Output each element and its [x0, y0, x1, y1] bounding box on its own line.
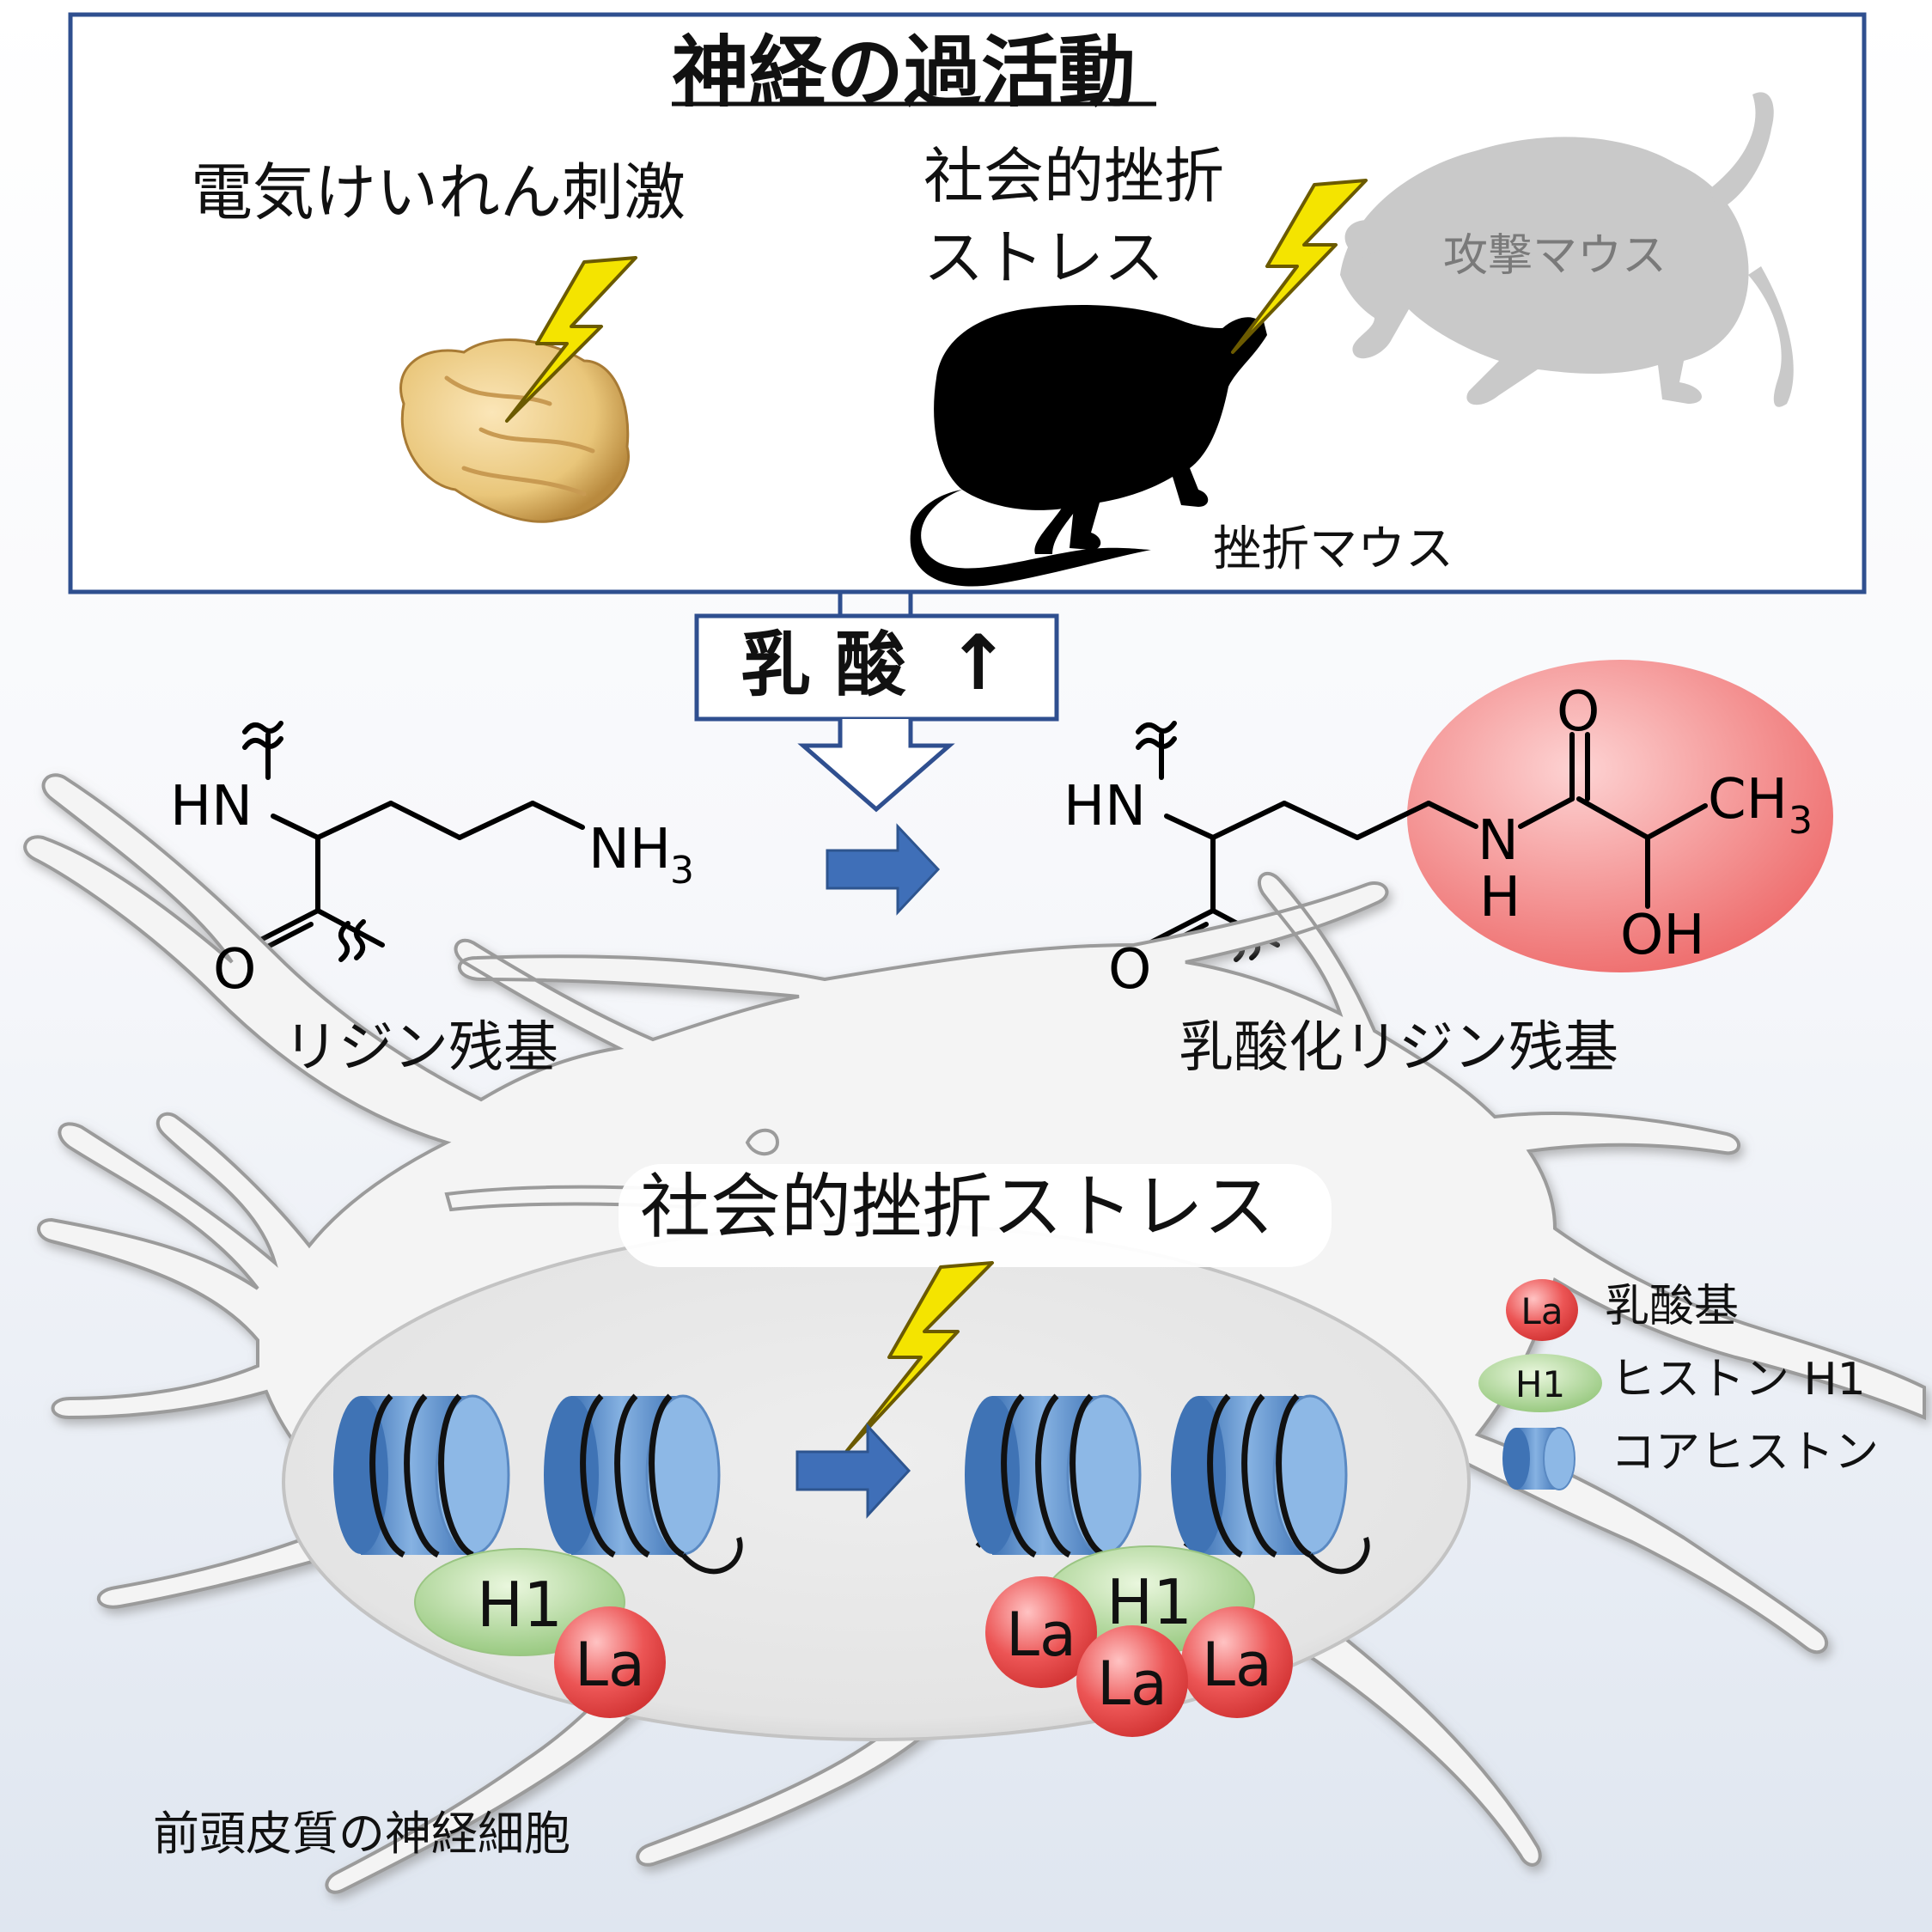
lysine-structure	[242, 721, 585, 962]
aggressor-mouse-label: 攻撃マウス	[1443, 230, 1667, 282]
nucleosome-left-2	[544, 1393, 743, 1575]
atom-o-left: O	[213, 938, 256, 1002]
legend-core-histone-icon	[1502, 1427, 1575, 1490]
legend-la-label: 乳酸基	[1605, 1281, 1740, 1332]
la-badge-left	[554, 1606, 666, 1718]
social-defeat-label-line2: ストレス	[923, 222, 1164, 293]
atom-ch3-subscript: 3	[1789, 799, 1813, 843]
blue-right-arrow	[795, 1423, 911, 1519]
atom-nh3: NH	[588, 818, 671, 881]
la-label-right-3: La	[1202, 1630, 1272, 1700]
lysine-caption: リジン残基	[283, 1016, 558, 1080]
nucleosome-right-1	[965, 1393, 1142, 1558]
up-arrow-icon: ↑	[947, 619, 1010, 707]
lactyl-lysine-atom-labels: HN O N H O CH 3 OH	[1064, 680, 1813, 1002]
lactate-box	[694, 613, 1059, 722]
legend-la-badge	[1506, 1279, 1578, 1341]
atom-o-right: O	[1108, 938, 1151, 1002]
la-badge-right-3	[1181, 1606, 1293, 1718]
lightning-icon	[1231, 179, 1368, 354]
lightning-icon	[844, 1261, 994, 1454]
lactyl-lysine-caption: 乳酸化リジン残基	[1179, 1016, 1618, 1080]
blue-right-arrow	[826, 823, 941, 916]
legend-core-histone-label: コアヒストン	[1611, 1427, 1880, 1478]
atom-o-carbonyl: O	[1557, 680, 1600, 744]
h1-label-left: H1	[477, 1569, 563, 1641]
nucleosome-right-2	[1171, 1393, 1370, 1575]
h1-label-right: H1	[1106, 1566, 1192, 1638]
lysine-atom-labels: HN O NH 3	[170, 775, 694, 1002]
social-defeat-label-line1: 社会的挫折	[923, 141, 1224, 211]
atom-hn-right: HN	[1064, 775, 1146, 838]
hollow-down-arrow	[797, 719, 955, 813]
atom-n-amide: N	[1478, 809, 1519, 873]
atom-hn-left: HN	[170, 775, 253, 838]
lightning-icon	[505, 256, 637, 423]
defeated-mouse-silhouette	[910, 305, 1267, 587]
legend-h1-badge	[1478, 1354, 1602, 1412]
atom-nh3-subscript: 3	[670, 849, 694, 893]
legend-h1-badge-text: H1	[1515, 1363, 1565, 1405]
brain-image	[399, 338, 630, 523]
defeated-mouse-label: 挫折マウス	[1213, 521, 1454, 577]
panel-title: 神経の過活動	[672, 27, 1136, 118]
la-label-right-1: La	[1006, 1600, 1076, 1670]
nucleosome-left-1	[333, 1393, 510, 1558]
la-label-left: La	[575, 1630, 645, 1700]
atom-ch3: CH	[1708, 768, 1788, 832]
stress-label-background	[619, 1164, 1332, 1267]
lactate-label: 乳 酸	[740, 625, 906, 706]
legend-h1-label: ヒストン H1	[1611, 1354, 1866, 1405]
cell-stress-label: 社会的挫折ストレス	[640, 1167, 1275, 1248]
la-label-right-2: La	[1097, 1649, 1167, 1719]
atom-h-amide: H	[1479, 866, 1521, 929]
neuron-region-label: 前頭皮質の神経細胞	[153, 1807, 570, 1861]
la-badge-right-1	[985, 1576, 1097, 1688]
aggressor-mouse-silhouette	[1340, 92, 1794, 407]
lactyl-group-highlight	[1407, 660, 1833, 972]
la-badge-right-2	[1076, 1625, 1188, 1737]
atom-oh: OH	[1620, 904, 1705, 967]
ect-label: 電気けいれん刺激	[191, 156, 686, 229]
legend-la-badge-text: La	[1521, 1290, 1563, 1332]
